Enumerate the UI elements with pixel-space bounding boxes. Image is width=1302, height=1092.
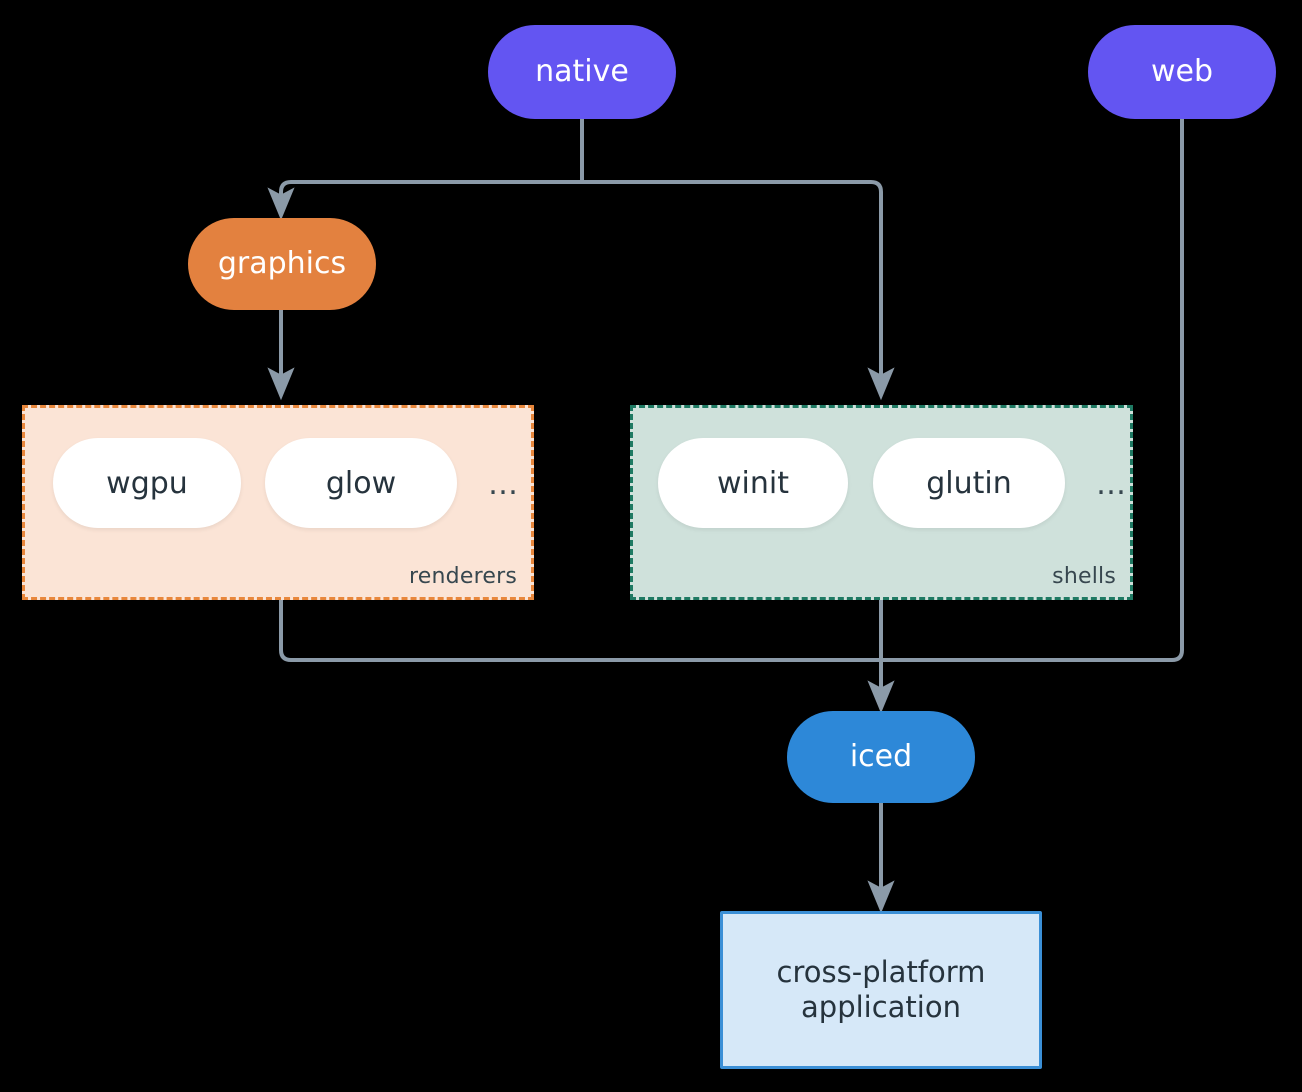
renderer-pill-glow[interactable]: glow xyxy=(265,438,457,528)
group-shells-label: shells xyxy=(1052,564,1116,589)
shell-pill-winit[interactable]: winit xyxy=(658,438,848,528)
edge-web-to-iced xyxy=(881,119,1184,662)
renderer-pill-wgpu[interactable]: wgpu xyxy=(53,438,241,528)
group-renderers-label: renderers xyxy=(409,564,517,589)
node-graphics[interactable]: graphics xyxy=(188,218,376,310)
node-native[interactable]: native xyxy=(488,25,676,119)
node-web[interactable]: web xyxy=(1088,25,1276,119)
edge-native-to-shells xyxy=(582,180,895,401)
renderer-pill-glow-label: glow xyxy=(325,465,397,501)
node-application-label-line1: cross-platform xyxy=(776,955,986,990)
node-application-label-line2: application xyxy=(801,990,961,1024)
edge-native-to-graphics xyxy=(267,180,582,221)
node-native-label: native xyxy=(535,54,629,89)
node-web-label: web xyxy=(1150,54,1214,89)
node-iced-label: iced xyxy=(849,739,913,774)
shell-pill-glutin-label: glutin xyxy=(926,465,1012,501)
group-renderers[interactable]: wgpu glow … renderers xyxy=(22,405,534,600)
shells-ellipsis: … xyxy=(1096,466,1126,502)
node-application[interactable]: cross-platform application xyxy=(720,911,1042,1069)
shell-pill-glutin[interactable]: glutin xyxy=(873,438,1065,528)
renderer-pill-wgpu-label: wgpu xyxy=(106,465,188,501)
shell-pill-winit-label: winit xyxy=(717,465,789,501)
renderers-ellipsis: … xyxy=(488,466,518,502)
group-shells[interactable]: winit glutin … shells xyxy=(630,405,1133,600)
node-graphics-label: graphics xyxy=(217,246,347,281)
edge-renderers-to-iced xyxy=(279,600,881,662)
node-iced[interactable]: iced xyxy=(787,711,975,803)
